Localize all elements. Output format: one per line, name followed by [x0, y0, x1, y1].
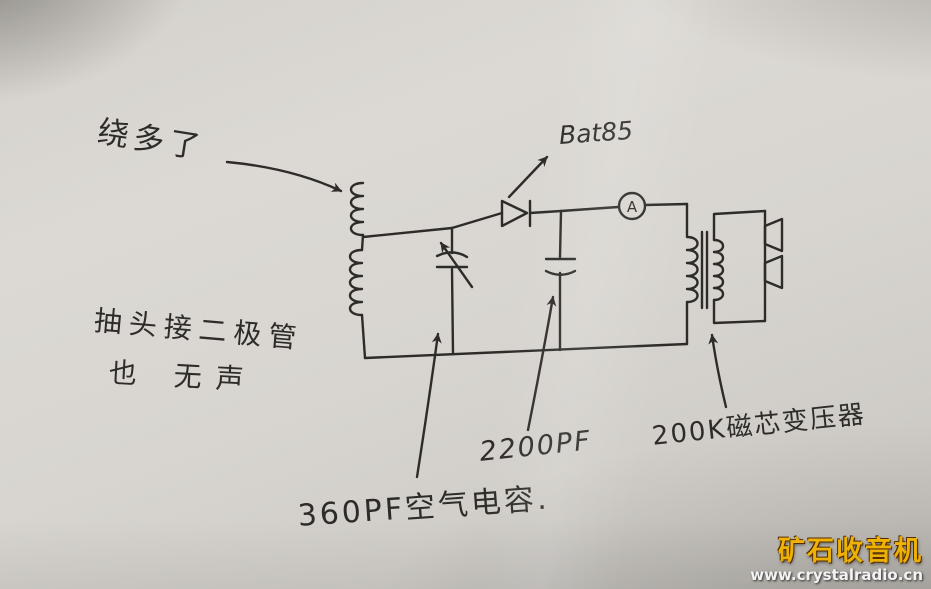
diode-symbol: [500, 199, 532, 228]
diode-part-label: Bat85: [558, 115, 634, 150]
wire-top-left: [361, 211, 504, 239]
arrow-transformer-label: [708, 333, 728, 409]
wire-top-right: [643, 202, 689, 207]
tapped-coil-symbol: [348, 181, 367, 360]
arrow-fixed-cap-label: [526, 295, 557, 432]
arrow-coil-note: [225, 160, 343, 193]
wire-top-middle: [528, 205, 620, 215]
watermark-url: www.crystalradio.cn: [750, 565, 923, 584]
ammeter-letter: A: [627, 198, 638, 216]
earphone-symbol: [763, 217, 784, 290]
fixed-capacitor-symbol: [544, 209, 577, 352]
wire-bottom: [363, 342, 689, 360]
transformer-core: [700, 230, 709, 310]
transformer-secondary: [712, 209, 767, 325]
tap-note-line2: 也 无声: [108, 355, 259, 397]
ammeter-symbol: A: [617, 191, 647, 221]
watermark-title: 矿石收音机: [778, 535, 923, 567]
arrow-diode-label: [507, 155, 549, 199]
arrow-variable-cap-label: [415, 332, 442, 479]
watermark: 矿石收音机 www.crystalradio.cn: [750, 537, 923, 583]
transformer-primary: [685, 202, 699, 346]
variable-capacitor-symbol: [435, 226, 474, 356]
